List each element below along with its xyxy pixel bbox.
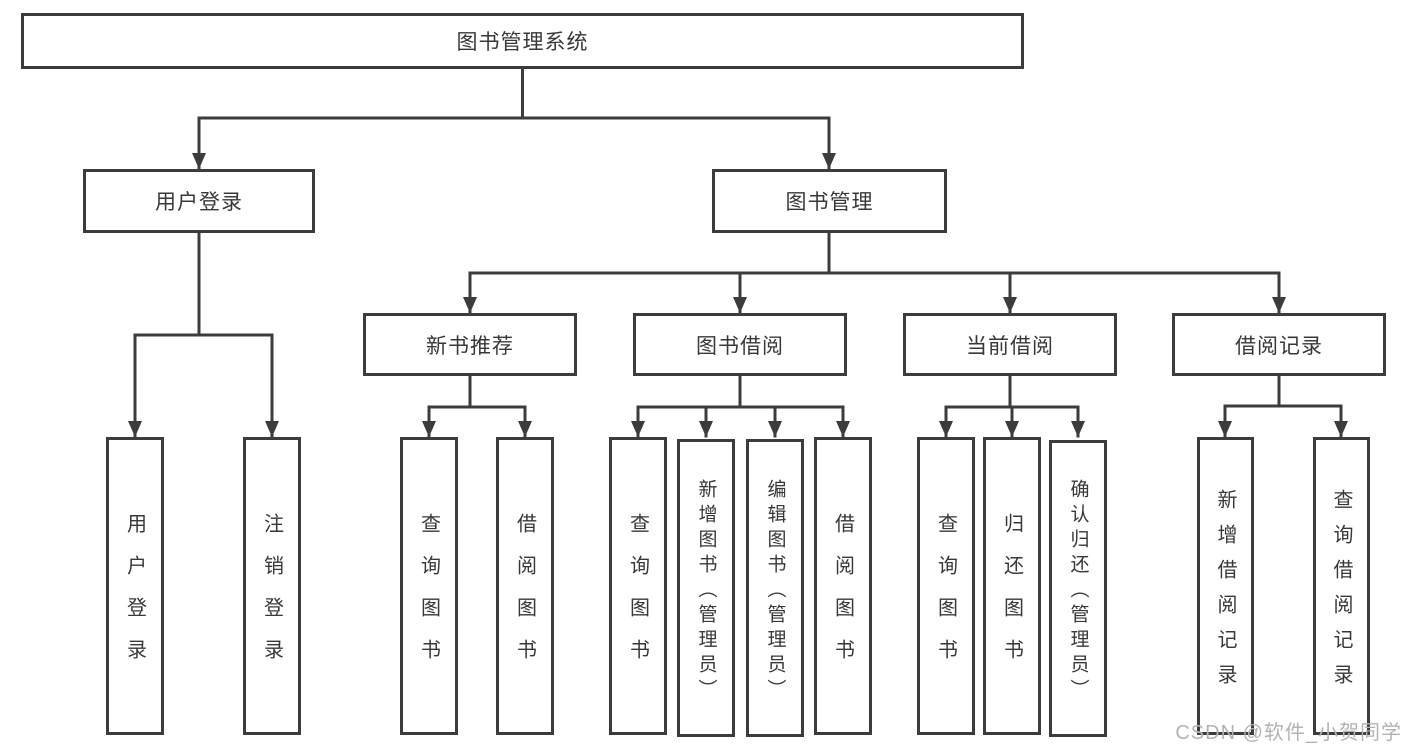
node-leaf-add-book-admin-label: 新增图书（管理员） — [695, 478, 717, 704]
connector-root — [192, 67, 836, 170]
node-leaf-query-books-borrow-label: 查询图书 — [626, 513, 649, 681]
node-leaf-query-books-current-label: 查询图书 — [934, 513, 957, 681]
connector-borrow-records — [1218, 374, 1348, 438]
node-leaf-query-books-borrow: 查询图书 — [609, 437, 667, 735]
node-leaf-return-book: 归还图书 — [983, 437, 1041, 735]
node-leaf-add-borrow-record: 新增借阅记录 — [1197, 437, 1254, 735]
node-leaf-borrow-books: 借阅图书 — [814, 437, 872, 735]
node-leaf-confirm-return-admin: 确认归还（管理员） — [1049, 440, 1107, 737]
node-leaf-query-books-current: 查询图书 — [917, 437, 975, 735]
connector-current-borrow — [939, 374, 1085, 438]
node-leaf-borrow-books-recommend: 借阅图书 — [496, 437, 554, 735]
node-current-borrow-label: 当前借阅 — [966, 334, 1054, 358]
node-leaf-logout-label: 注销登录 — [260, 513, 283, 681]
node-book-management: 图书管理 — [712, 169, 947, 233]
node-borrow-records: 借阅记录 — [1172, 313, 1386, 376]
connector-book-borrow — [631, 374, 850, 438]
connector-new-book-recommend — [422, 374, 532, 438]
connector-book-management — [463, 231, 1286, 314]
node-borrow-records-label: 借阅记录 — [1235, 334, 1323, 358]
node-leaf-borrow-books-recommend-label: 借阅图书 — [513, 513, 536, 681]
node-book-borrow: 图书借阅 — [633, 313, 847, 376]
node-leaf-user-login-label: 用户登录 — [123, 513, 146, 681]
connector-user-login — [128, 231, 279, 438]
node-leaf-add-borrow-record-label: 新增借阅记录 — [1214, 488, 1236, 699]
node-leaf-add-book-admin: 新增图书（管理员） — [677, 439, 735, 737]
node-book-management-label: 图书管理 — [785, 191, 874, 214]
node-new-book-recommend-label: 新书推荐 — [426, 334, 514, 358]
watermark-text: CSDN @软件_小贺同学 — [1175, 722, 1402, 744]
node-leaf-confirm-return-admin-label: 确认归还（管理员） — [1067, 479, 1089, 704]
node-current-borrow: 当前借阅 — [903, 313, 1117, 376]
node-leaf-edit-book-admin-label: 编辑图书（管理员） — [764, 478, 786, 704]
node-leaf-user-login: 用户登录 — [106, 437, 164, 735]
node-new-book-recommend: 新书推荐 — [363, 313, 577, 376]
node-leaf-logout: 注销登录 — [243, 437, 301, 735]
node-leaf-borrow-books-label: 借阅图书 — [831, 513, 854, 681]
node-leaf-query-borrow-record-label: 查询借阅记录 — [1330, 488, 1352, 699]
node-leaf-edit-book-admin: 编辑图书（管理员） — [746, 439, 804, 737]
node-book-borrow-label: 图书借阅 — [696, 334, 784, 358]
node-book-system-label: 图书管理系统 — [456, 31, 589, 54]
node-user-login: 用户登录 — [83, 169, 315, 233]
node-leaf-query-borrow-record: 查询借阅记录 — [1313, 437, 1370, 735]
node-leaf-query-books-recommend-label: 查询图书 — [417, 513, 440, 681]
node-user-login-label: 用户登录 — [155, 191, 243, 214]
node-leaf-query-books-recommend: 查询图书 — [400, 437, 458, 735]
node-book-system: 图书管理系统 — [21, 13, 1024, 69]
node-leaf-return-book-label: 归还图书 — [1000, 513, 1023, 681]
